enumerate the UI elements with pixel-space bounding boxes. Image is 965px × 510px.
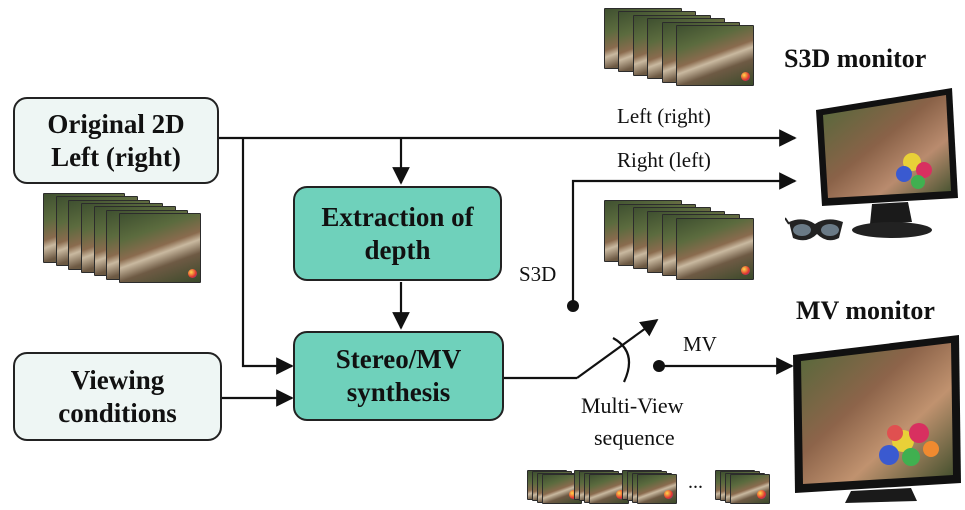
film-frame [118,212,201,283]
switch-lever [576,318,659,379]
multiview-line1: Multi-View [581,393,684,418]
arrow-original-to-synthesis [241,138,294,375]
ellipsis-label: ... [688,471,703,493]
synthesis-line1: Stereo/MV [335,344,462,375]
mv-terminal [653,360,665,372]
s3d-terminal [567,300,579,312]
arrow-s3d-right-left [571,172,797,302]
film-stack-icon [622,470,682,504]
film-stack-icon [604,8,754,86]
s3d-monitor-icon [816,88,958,238]
mv-monitor-icon [793,335,961,503]
multiview-line2: sequence [594,425,675,450]
film-frame [676,217,754,280]
extraction-line2: depth [364,234,431,265]
3d-glasses-icon [785,217,843,241]
right-left-label: Right (left) [617,148,711,172]
film-frame [637,474,677,504]
film-frame [676,25,754,86]
extraction-line1: Extraction of [321,201,474,232]
viewing-conditions-line1: Viewing [70,364,165,395]
mv-monitor-title: MV monitor [796,296,935,325]
s3d-label: S3D [519,262,557,286]
film-stack-icon [43,193,201,283]
viewing-conditions-box: Viewing conditions [13,352,222,441]
viewing-conditions-line2: conditions [58,397,177,428]
original-2d-box: Original 2D Left (right) [13,97,219,184]
mv-label: MV [683,332,717,356]
original-2d-line2: Left (right) [51,141,181,172]
film-frame [730,474,770,504]
left-right-label: Left (right) [617,104,711,128]
original-2d-line1: Original 2D [47,108,185,139]
film-stack-icon [715,470,775,504]
switch-arc [612,337,631,383]
film-stack-icon [604,200,754,280]
synthesis-line2: synthesis [346,377,451,407]
s3d-monitor-title: S3D monitor [784,44,927,73]
extraction-of-depth-box: Extraction of depth [293,186,502,281]
stereo-mv-synthesis-box: Stereo/MV synthesis [293,331,504,421]
